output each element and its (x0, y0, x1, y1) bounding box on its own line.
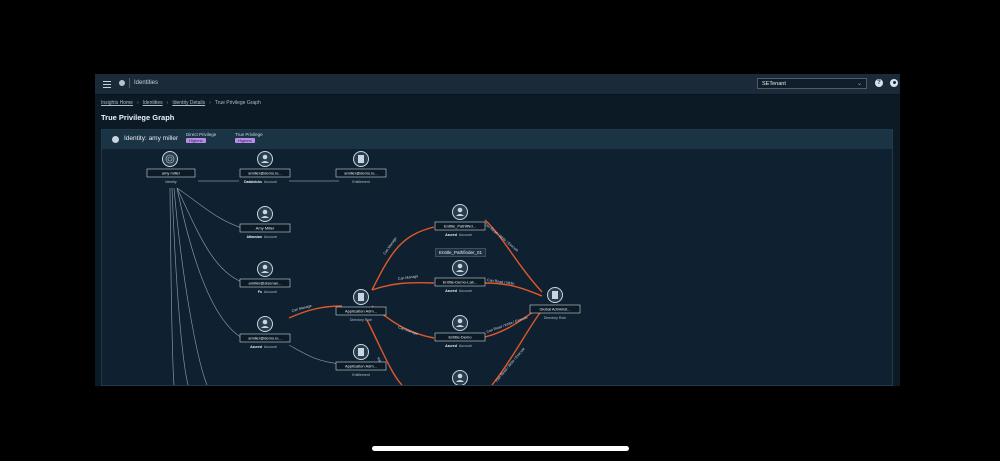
edge-label: Can Read / Write / Execute (486, 315, 528, 334)
node-account-entitle-path[interactable]: Entitle_PathfiNd... Azured Account (434, 204, 486, 238)
edge-label: Can Read / Write / Execute (495, 347, 526, 383)
node-type: Account (264, 345, 277, 349)
edge-azure-entitlement (288, 344, 343, 365)
identity-header: Identity: amy miller Direct Privilege Hi… (102, 130, 892, 149)
node-type: Identity (165, 180, 177, 184)
direct-privilege-badge: Highest (186, 138, 206, 143)
node-type: Account (264, 290, 277, 294)
node-source: Azured (445, 289, 457, 293)
node-name: Application Adm... (345, 364, 377, 369)
breadcrumb-identities[interactable]: Identities (142, 100, 163, 106)
edge-label: Can Manage (398, 325, 419, 336)
chevron-down-icon: ⌄ (856, 81, 862, 87)
node-source: Atlassian (246, 235, 262, 239)
page-title: True Privilege Graph (101, 113, 175, 122)
node-entitlement-app-admin[interactable]: Application Adm... Entitlement (335, 344, 387, 378)
edge-dirrole-path (371, 226, 435, 291)
node-type: Directory Role (544, 316, 566, 320)
true-privilege-label: True Privilege (235, 132, 263, 137)
user-icon (112, 136, 119, 143)
edge-identity-atlassian (176, 187, 243, 229)
node-name: Global Administ... (539, 307, 570, 312)
edge-label: Can Manage (383, 236, 398, 255)
node-tooltip: Entitle_Pathfinder_01 (435, 248, 487, 257)
node-source: Azured (445, 344, 457, 348)
node-source: Fs (258, 290, 262, 294)
node-type: Directory Role (350, 318, 372, 322)
tenant-select-value: SETenant (762, 81, 786, 87)
tenant-select[interactable]: SETenant ⌄ (757, 78, 867, 89)
node-account-fs[interactable]: amiller@sisenan... Fs Account (239, 261, 291, 295)
node-name: Entitle_PathfiNd... (444, 224, 476, 229)
privilege-graph[interactable]: Can Manage Can Manage Can Manage Can Man… (102, 130, 892, 385)
home-indicator[interactable] (372, 446, 629, 451)
app-window: Identities SETenant ⌄ ? Insights Home›Id… (95, 74, 900, 386)
node-source: Azured (250, 345, 262, 349)
node-account-databricks[interactable]: amiller@demo.lo... Databricks Account (239, 151, 291, 185)
node-name: amiller@demo.lo... (344, 171, 377, 176)
help-icon[interactable]: ? (875, 79, 883, 87)
breadcrumb-insights-home[interactable]: Insights Home (101, 100, 133, 106)
node-name: Entitle-Demo-Lab... (443, 280, 477, 285)
app-title: Identities (129, 78, 158, 88)
direct-privilege: Direct Privilege Highest (186, 132, 216, 143)
node-type: Account (264, 235, 277, 239)
node-account-atlassian[interactable]: Amy Miller Atlassian Account (239, 206, 291, 240)
edge-azure-dirrole (288, 305, 343, 319)
node-source: Azured (445, 233, 457, 237)
node-type: Entitlement (352, 180, 370, 184)
node-type: Account (459, 233, 472, 237)
identity-label: Identity: amy miller (124, 135, 179, 142)
node-account-azure[interactable]: amiller@demo.lo... Azured Account (239, 316, 291, 350)
edge-label: Can Manage (398, 274, 419, 281)
node-source: Databricks (244, 180, 262, 184)
edge-demolab-global (484, 282, 543, 297)
breadcrumb-current: True Privilege Graph (214, 100, 261, 106)
user-avatar-icon[interactable] (890, 79, 898, 87)
node-type: Account (459, 289, 472, 293)
edge-dirrole-more (366, 319, 403, 385)
edge-label: Can Read / Write / Execute (483, 222, 519, 253)
node-account-entitle-demo-lab[interactable]: Entitle-Demo-Lab... Azured Account (434, 260, 486, 294)
edge-dirrole-demolab (371, 281, 435, 291)
edge-identity-more-1 (173, 187, 208, 385)
breadcrumb: Insights Home›Identities›Identity Detail… (101, 100, 261, 106)
edge-identity-more-3 (169, 187, 175, 385)
node-name: Amy Miller (256, 226, 275, 231)
edge-label: Can Read / Write (487, 278, 515, 286)
node-account-partial[interactable] (452, 370, 468, 386)
top-bar: Identities SETenant ⌄ ? (95, 74, 900, 95)
grey-edges (169, 180, 343, 385)
direct-privilege-label: Direct Privilege (186, 132, 217, 137)
node-type: Entitlement (352, 373, 370, 377)
node-directory-role-app-admin[interactable]: Application Adm... Directory Role (335, 289, 387, 323)
edge-identity-fs (176, 187, 243, 283)
edge-identity-azure (176, 187, 243, 339)
edge-path-global (484, 219, 543, 293)
node-name: Application Adm... (345, 309, 377, 314)
edge-labels: Can Manage Can Manage Can Manage Can Man… (291, 222, 528, 383)
node-name: amiller@demo.lo... (248, 336, 281, 341)
node-name: amiller@demo.lo... (248, 171, 281, 176)
logo-icon (119, 80, 125, 86)
node-entitlement-databricks[interactable]: amiller@demo.lo... Entitlement (335, 151, 387, 185)
edge-label: Can Manage (291, 304, 312, 313)
menu-icon[interactable] (103, 79, 111, 89)
node-name: amy miller (162, 171, 181, 176)
true-privilege: True Privilege Highest (235, 132, 263, 143)
true-privilege-badge: Highest (235, 138, 255, 143)
breadcrumb-identity-details[interactable]: Identity Details (172, 100, 206, 106)
privilege-edges (288, 219, 543, 385)
node-directory-role-global-admin[interactable]: Global Administ... Directory Role (529, 287, 581, 321)
node-identity[interactable]: amy miller Identity (146, 151, 196, 185)
graph-panel: Identity: amy miller Direct Privilege Hi… (101, 129, 893, 386)
node-account-entitle-demo[interactable]: Entitle-Demo Azured Account (434, 315, 486, 349)
node-name: Entitle-Demo (448, 335, 472, 340)
node-type: Account (459, 344, 472, 348)
fingerprint-icon (162, 151, 178, 167)
node-type: Account (264, 180, 277, 184)
node-name: amiller@sisenan... (249, 281, 282, 286)
edge-identity-more-2 (171, 187, 189, 385)
edge-more-global (491, 309, 543, 385)
